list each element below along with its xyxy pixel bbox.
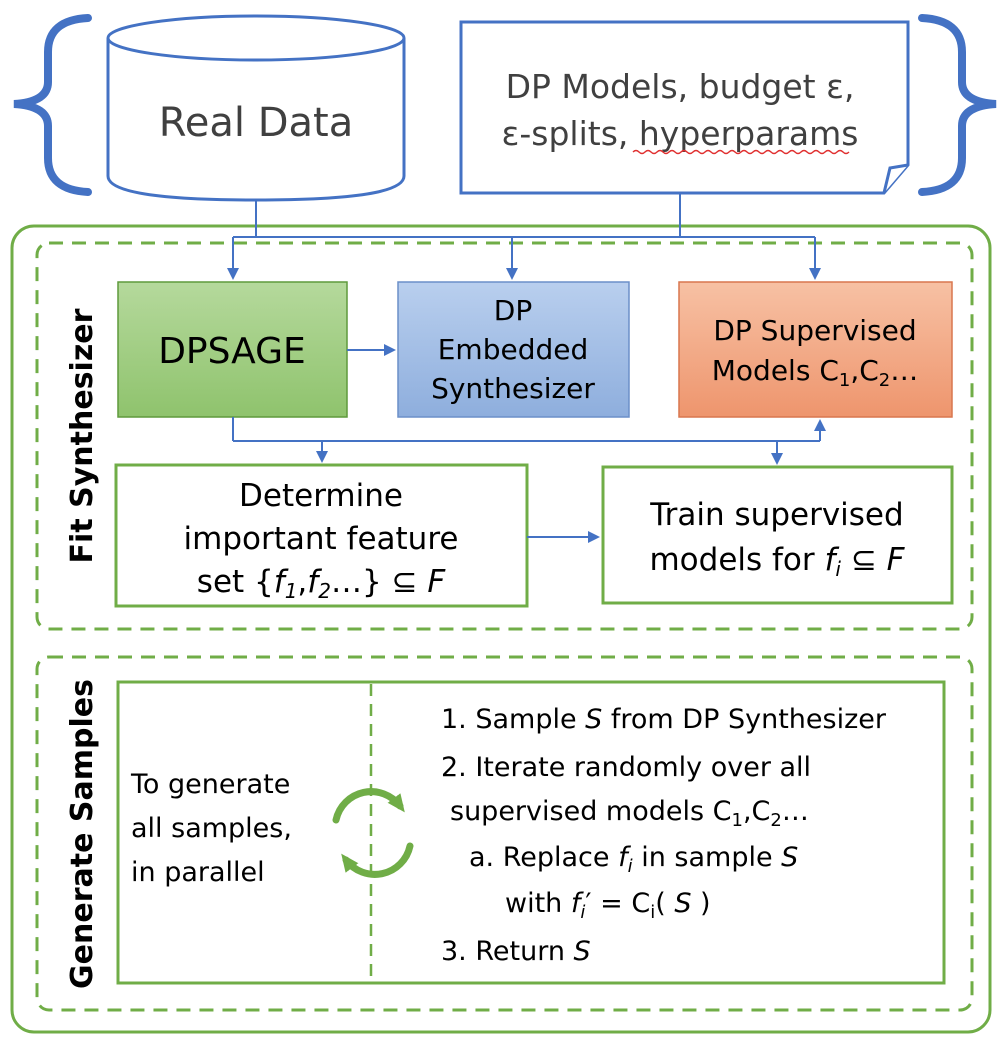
determine-sub-2: 2 [318,579,331,603]
generate-inner-box [116,680,946,985]
supervised-sub-2: 2 [879,370,890,391]
step-1-prefix: 1. Sample [441,704,585,735]
train-models-for: models for [649,542,824,578]
determine-set-open: set { [197,564,274,600]
right-brace-icon [918,14,997,196]
step-2-sub-2: 2 [770,810,781,831]
supervised-ellipsis: … [890,354,918,387]
step-2-line-2: supervised models C1,C2… [450,796,809,831]
embedded-synthesizer-box [397,281,630,418]
spellcheck-underline [632,149,850,155]
step-2a-replace: a. Replace [469,842,618,873]
train-models-box [601,465,954,605]
step-2a-equals-c: ′ = C [585,888,650,919]
input-connectors [227,193,821,280]
step-2a-sub-i-2: i [580,902,585,923]
params-splits: ε-splits, [502,114,639,153]
fit-synthesizer-section [35,241,974,631]
step-2-models: supervised models C [450,796,731,827]
determine-sub-1: 1 [285,579,298,603]
train-line-1: Train supervised [649,497,903,533]
step-2a-S: S [781,842,798,873]
step-2a-line-2: with fi′ = Ci( S ) [505,888,711,923]
determine-comma: , [297,564,307,600]
step-2-line-1: 2. Iterate randomly over all [441,752,811,783]
step-2a-line-1: a. Replace fi in sample S [469,842,798,877]
supervised-line-1: DP Supervised [713,314,916,347]
train-sub-i: i [835,557,841,581]
dpsage-label: DPSAGE [158,331,306,372]
supervised-sub-1: 1 [839,370,850,391]
supervised-comma-c: ,C [850,354,878,387]
step-1: 1. Sample S from DP Synthesizer [441,704,887,735]
step-3-return: 3. Return [441,936,574,967]
step-3-S: S [574,936,591,967]
determine-F: F [427,564,446,600]
step-2-ellipsis: … [782,796,809,827]
determine-features-box [114,463,529,608]
step-2a-paren-close: ) [691,888,710,919]
outer-container [10,224,992,1034]
supervised-models-prefix: Models C [712,354,839,387]
real-data-label: Real Data [159,100,353,146]
step-2a-with: with [505,888,571,919]
step-1-S: S [585,704,602,735]
generate-samples-section [35,655,974,1012]
parallel-line-2: all samples, [131,813,292,844]
parallel-line-1: To generate [130,769,290,800]
step-2-sub-1: 1 [731,810,742,831]
left-brace-icon [13,14,92,196]
parallel-line-3: in parallel [131,857,265,888]
train-subset: ⊆ [841,542,887,578]
determine-subset: …} ⊆ [331,564,427,600]
step-2a-sub-i: i [628,856,633,877]
step-3: 3. Return S [441,936,591,967]
fit-synthesizer-label: Fit Synthesizer [65,308,100,563]
step-2-comma-c: ,C [743,796,770,827]
supervised-line-2: Models C1,C2… [712,354,918,391]
real-data-cylinder: Real Data [106,14,406,202]
generate-samples-label: Generate Samples [65,679,100,989]
params-document: DP Models, budget ε, ε-splits, hyperpara… [459,20,910,195]
step-2a-S-2: S [674,888,691,919]
determine-line-2: important feature [184,521,459,557]
determine-line-3: set {f1,f2…} ⊆ F [197,564,447,603]
cycle-arrows-icon [332,788,414,878]
params-line-2: ε-splits, hyperparams [502,114,859,153]
params-hyperparams: hyperparams [639,114,859,153]
embedded-line-1: DP [494,294,532,327]
determine-line-1: Determine [239,478,403,514]
supervised-models-box [678,281,953,418]
train-F: F [887,542,906,578]
embedded-line-2: Embedded [438,333,589,366]
step-2a-c-sub-i: i [650,902,655,923]
step-2a-in-sample: in sample [633,842,782,873]
step-1-suffix: from DP Synthesizer [602,704,887,735]
middle-connectors [232,417,826,465]
embedded-line-3: Synthesizer [431,372,595,405]
train-line-2: models for fi ⊆ F [649,542,905,581]
params-line-1: DP Models, budget ε, [506,67,855,106]
step-2a-paren-open: ( [655,888,674,919]
